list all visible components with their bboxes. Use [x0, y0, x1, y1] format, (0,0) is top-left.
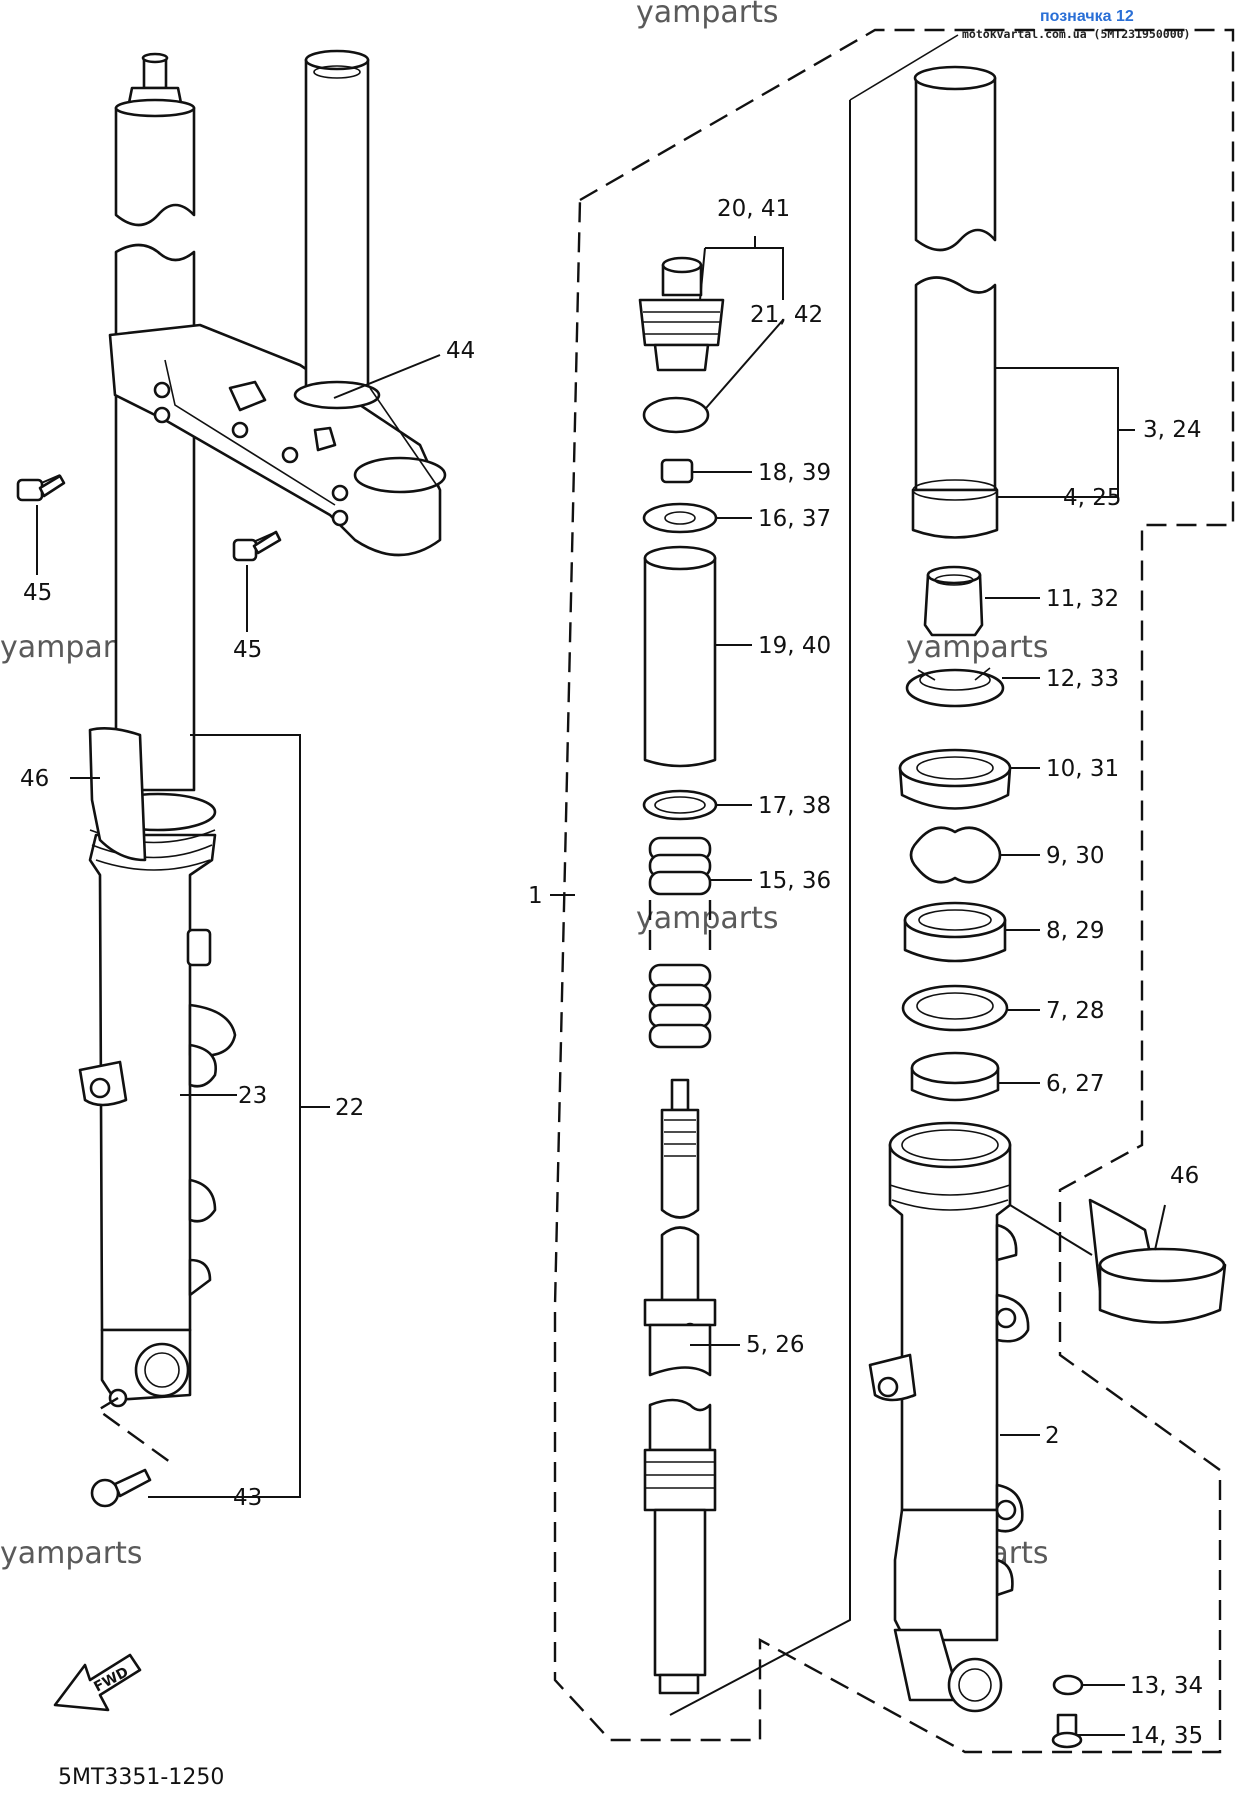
label-23: 23 — [238, 1083, 267, 1109]
steering-stem — [304, 58, 370, 392]
outer-tube-2 — [868, 1121, 1030, 1713]
label-20-41: 20, 41 — [717, 196, 790, 222]
assembled-fork-left — [16, 49, 447, 1508]
label-13-34: 13, 34 — [1130, 1673, 1203, 1699]
bracket-clamp-ring — [353, 456, 447, 494]
label-3-24: 3, 24 — [1143, 417, 1202, 443]
watermark-right-mid: yamparts — [906, 630, 1049, 665]
label-2: 2 — [1045, 1423, 1060, 1449]
inner-tube-3-upper — [914, 76, 997, 252]
o-ring-21 — [642, 396, 710, 434]
watermark-top: yamparts — [636, 0, 779, 30]
outer-tube-kit-right — [553, 28, 1235, 1754]
washer-13 — [1052, 1674, 1084, 1696]
bolt-45-b — [232, 538, 258, 562]
assembly-boundary — [553, 28, 1235, 1754]
label-14-35: 14, 35 — [1130, 1723, 1203, 1749]
spring-15 — [648, 836, 712, 1049]
inner-tube-upper — [114, 106, 196, 227]
diagram-code: 5MT3351-1250 — [58, 1765, 224, 1790]
fork-guard-left — [88, 727, 147, 862]
bolt-45-a — [16, 478, 44, 502]
damper-internals — [550, 236, 784, 1695]
label-17-38: 17, 38 — [758, 793, 831, 819]
watermark-center: yamparts — [636, 901, 779, 936]
label-46-left: 46 — [20, 766, 49, 792]
fwd-arrow-icon: FWD — [53, 1653, 142, 1712]
watermark-left-bottom: yamparts — [0, 1536, 143, 1571]
label-11-32: 11, 32 — [1046, 586, 1119, 612]
label-15-36: 15, 36 — [758, 868, 831, 894]
damper-rod-5 — [643, 1078, 717, 1695]
label-5-26: 5, 26 — [746, 1332, 805, 1358]
slide-bushing-4 — [911, 488, 999, 539]
label-44: 44 — [446, 338, 475, 364]
label-22: 22 — [335, 1095, 364, 1121]
label-6-27: 6, 27 — [1046, 1071, 1105, 1097]
washer-16 — [642, 502, 718, 534]
label-21-42: 21, 42 — [750, 302, 823, 328]
label-16-37: 16, 37 — [758, 506, 831, 532]
inner-tube-3-lower — [914, 276, 997, 492]
label-45-b: 45 — [233, 637, 262, 663]
label-43: 43 — [233, 1485, 262, 1511]
label-19-40: 19, 40 — [758, 633, 831, 659]
label-7-28: 7, 28 — [1046, 998, 1105, 1024]
label-46-right: 46 — [1170, 1163, 1199, 1189]
label-8-29: 8, 29 — [1046, 918, 1105, 944]
fork-guard-right — [1088, 1198, 1227, 1324]
label-9-30: 9, 30 — [1046, 843, 1105, 869]
washer-12 — [905, 668, 1005, 708]
label-1: 1 — [528, 883, 543, 909]
part-labels: 44 45 45 46 23 22 43 20, 41 21, 42 18, 3… — [20, 196, 1203, 1749]
label-12-33: 12, 33 — [1046, 666, 1119, 692]
badge-title: позначка 12 — [1040, 8, 1134, 25]
label-45-a: 45 — [23, 580, 52, 606]
label-4-25: 4, 25 — [1063, 485, 1122, 511]
collar-19 — [643, 556, 717, 768]
clip-9 — [909, 826, 1002, 884]
label-10-31: 10, 31 — [1046, 756, 1119, 782]
label-18-39: 18, 39 — [758, 460, 831, 486]
nut-18 — [660, 458, 694, 484]
